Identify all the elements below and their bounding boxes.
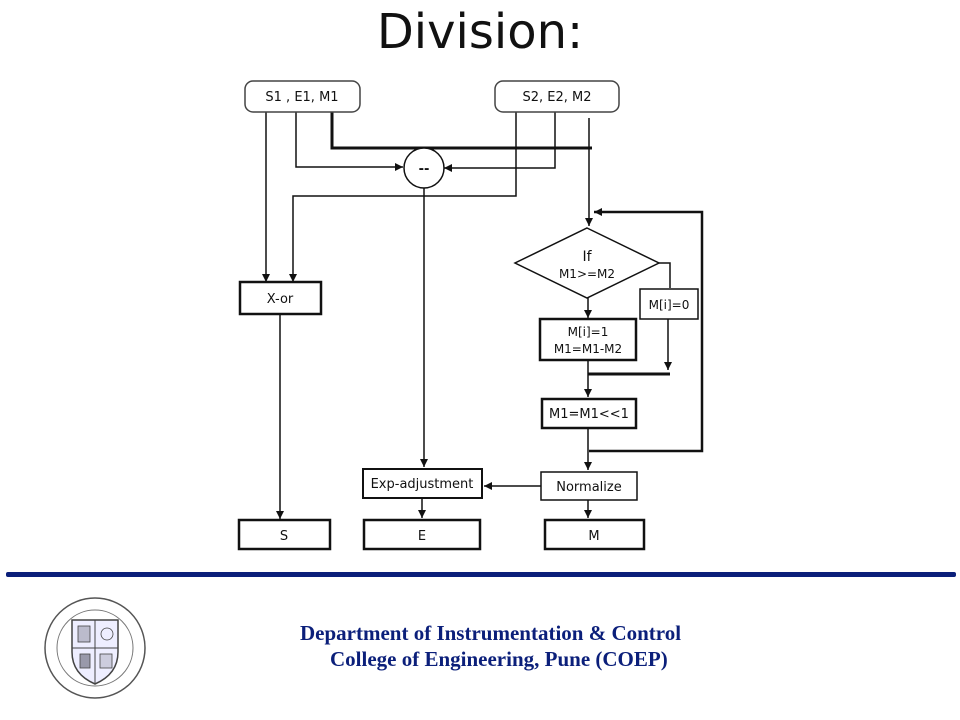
operand2-box xyxy=(494,80,620,113)
coep-logo-icon xyxy=(44,597,146,699)
output-s-box xyxy=(237,518,332,551)
output-m-box xyxy=(543,518,646,551)
decision-false-line xyxy=(659,262,671,288)
false-branch-box xyxy=(639,288,699,320)
exp-adjustment-label: Exp-adjustment xyxy=(371,477,474,492)
s2-to-xor-line xyxy=(289,112,517,282)
shift-box xyxy=(540,397,638,430)
decision-diamond xyxy=(513,227,661,299)
exp-adjustment-box xyxy=(362,468,483,499)
subtract-node xyxy=(403,147,445,189)
xor-label: X-or xyxy=(267,292,294,307)
xor-box xyxy=(238,280,323,316)
decision-label-cond: M1>=M2 xyxy=(559,267,615,281)
true-branch-label-1: M[i]=1 xyxy=(568,325,609,339)
output-m-label: M xyxy=(588,529,599,544)
normalize-label: Normalize xyxy=(556,480,621,495)
college-name: College of Engineering, Pune (COEP) xyxy=(330,647,668,671)
operand2-label: S2, E2, M2 xyxy=(522,90,591,105)
output-s-label: S xyxy=(280,529,288,544)
normalize-box xyxy=(540,471,638,501)
division-flowchart: S1 , E1, M1 S2, E2, M2 -- X-or If M1>=M2… xyxy=(237,80,704,551)
operand1-label: S1 , E1, M1 xyxy=(265,90,338,105)
e2-to-subtract-line xyxy=(444,112,556,172)
connectors xyxy=(262,112,704,519)
footer-text: Department of Instrumentation & Control … xyxy=(300,620,681,672)
department-name: Department of Instrumentation & Control xyxy=(300,621,682,645)
false-branch-label: M[i]=0 xyxy=(649,298,690,312)
operand1-box xyxy=(244,80,361,113)
e1-to-subtract-line xyxy=(295,112,403,171)
footer-divider xyxy=(6,572,956,577)
shift-label: M1=M1<<1 xyxy=(549,407,629,422)
m1-to-divider-line xyxy=(330,112,592,150)
output-e-box xyxy=(362,518,482,551)
output-e-label: E xyxy=(418,529,426,544)
slide-title: Division: xyxy=(376,4,584,60)
true-branch-label-2: M1=M1-M2 xyxy=(554,342,622,356)
decision-label-if: If xyxy=(582,249,592,265)
loop-back-line xyxy=(589,208,704,453)
true-branch-box xyxy=(538,317,638,362)
subtract-label: -- xyxy=(419,162,430,177)
